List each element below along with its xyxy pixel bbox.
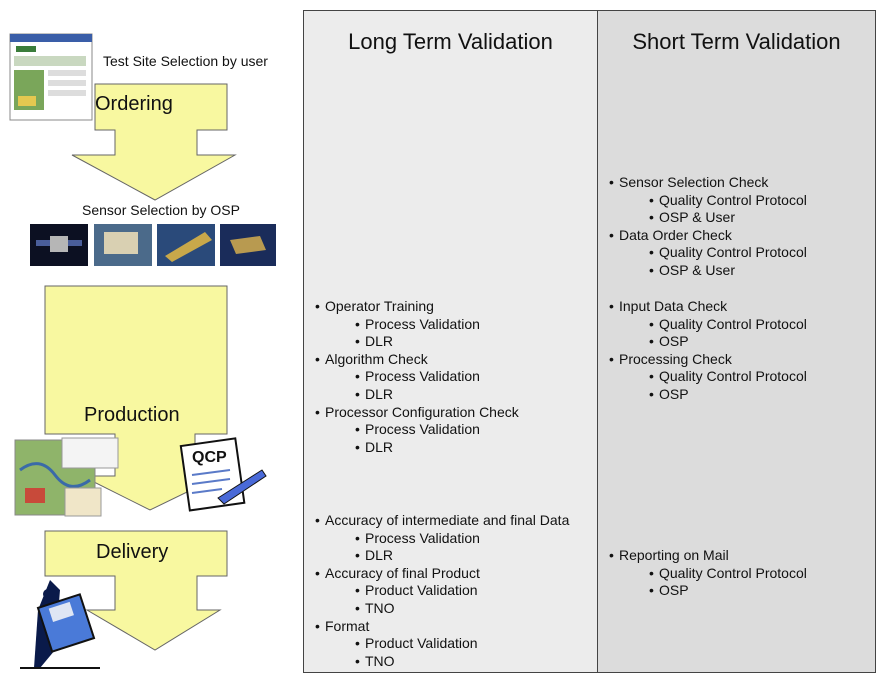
sub-list-item: •Process Validation: [355, 529, 480, 546]
list-item: •Accuracy of intermediate and final Data: [315, 512, 570, 528]
list-item: •Operator Training: [315, 298, 434, 314]
list-item: •Processor Configuration Check: [315, 403, 519, 420]
sub-list-item: •Process Validation: [355, 368, 480, 385]
sub-list-item: •Quality Control Protocol: [649, 191, 807, 208]
list-item: •Processing Check: [609, 350, 732, 367]
long-term-production-list: •Operator Training•Process Validation•DL…: [315, 298, 519, 456]
sub-list-item: •OSP: [649, 333, 689, 350]
map-collage-image: [14, 437, 119, 517]
long-term-column: Long Term Validation: [303, 10, 598, 673]
sub-list-item: •Quality Control Protocol: [649, 368, 807, 385]
qcp-label: QCP: [192, 449, 227, 466]
flow-diagram: QCP: [9, 33, 276, 669]
sub-list-item: •DLR: [355, 333, 394, 350]
short-term-delivery-list: •Reporting on Mail•Quality Control Proto…: [609, 547, 807, 600]
short-term-column: Short Term Validation: [597, 10, 876, 673]
sub-list-item: •DLR: [355, 547, 394, 564]
sub-list-item: •TNO: [355, 652, 395, 669]
person-floppy-icon: [20, 580, 100, 669]
sub-list-item: •Process Validation: [355, 315, 480, 332]
satellite-images: [30, 224, 276, 266]
browser-screenshot-icon: [9, 33, 93, 121]
list-item: •Sensor Selection Check: [609, 174, 769, 190]
delivery-label: Delivery: [96, 541, 169, 563]
sub-list-item: •OSP: [649, 582, 689, 599]
sub-list-item: •Product Validation: [355, 582, 478, 599]
sub-list-item: •Quality Control Protocol: [649, 315, 807, 332]
list-item: •Reporting on Mail: [609, 547, 729, 563]
ordering-arrow: [71, 83, 237, 201]
sub-list-item: •OSP & User: [649, 209, 735, 226]
short-term-title: Short Term Validation: [632, 29, 841, 54]
sub-list-item: •OSP: [649, 385, 689, 402]
sub-list-item: •Product Validation: [355, 635, 478, 652]
list-item: •Format: [315, 617, 370, 634]
qcp-document-icon: QCP: [179, 437, 267, 512]
short-term-production-list: •Input Data Check•Quality Control Protoc…: [609, 298, 807, 404]
list-item: •Accuracy of final Product: [315, 564, 480, 581]
sub-list-item: •DLR: [355, 438, 394, 455]
sub-list-item: •Quality Control Protocol: [649, 244, 807, 261]
sub-list-item: •TNO: [355, 599, 395, 616]
sensor-selection-label: Sensor Selection by OSP: [82, 202, 240, 218]
sub-list-item: •Quality Control Protocol: [649, 564, 807, 581]
ordering-label: Ordering: [95, 93, 173, 115]
delivery-arrow: [44, 530, 228, 651]
long-term-delivery-list: •Accuracy of intermediate and final Data…: [315, 512, 569, 670]
list-item: •Input Data Check: [609, 298, 728, 314]
sub-list-item: •OSP & User: [649, 261, 735, 278]
production-label: Production: [84, 404, 180, 426]
short-term-ordering-list: •Sensor Selection Check•Quality Control …: [609, 174, 807, 280]
sub-list-item: •Process Validation: [355, 421, 480, 438]
long-term-title: Long Term Validation: [348, 29, 553, 54]
list-item: •Algorithm Check: [315, 350, 428, 367]
list-item: •Data Order Check: [609, 226, 732, 243]
test-site-label: Test Site Selection by user: [103, 53, 268, 69]
sub-list-item: •DLR: [355, 385, 394, 402]
